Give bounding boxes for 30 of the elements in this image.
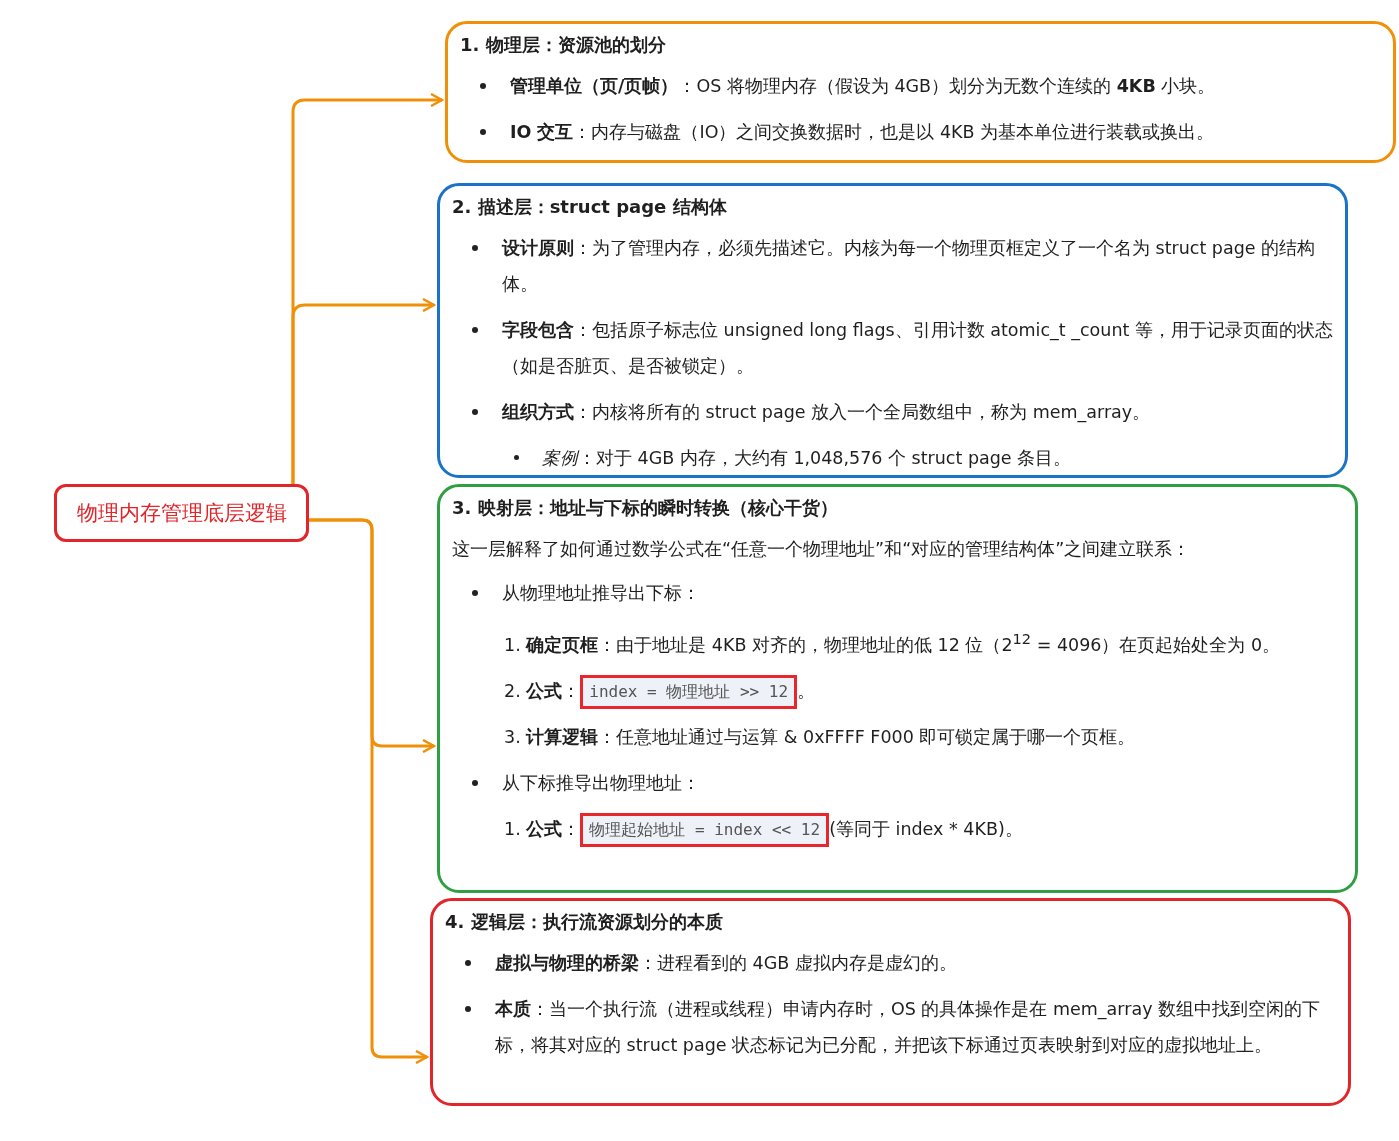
list-item: 字段包含：包括原子标志位 unsigned long flags、引用计数 atomic_t _count 等，用于记录页面的状态（如是否脏页、是否被锁定）。 bbox=[452, 312, 1333, 384]
list-item: 3. 计算逻辑：任意地址通过与运算 & 0xFFFF F000 即可锁定属于哪一个页框。 bbox=[503, 725, 1137, 749]
list-item: 本质：当一个执行流（进程或线程）申请内存时，OS 的具体操作是在 mem_array 数组中找到空闲的下标，将其对应的 struct page 状态标记为已分配，并把该下标通过页表映射到对应的虚拟地址上。 bbox=[445, 991, 1336, 1063]
section-heading: 1. 物理层：资源池的划分 bbox=[460, 33, 667, 57]
paragraph: 这一层解释了如何通过数学公式在“任意一个物理地址”和“对应的管理结构体”之间建立联系： bbox=[452, 538, 1192, 561]
section-card bbox=[437, 484, 1358, 893]
formula-box: 物理起始地址 = index << 12 bbox=[580, 812, 830, 847]
list-item: 从物理地址推导出下标： bbox=[452, 575, 1343, 611]
list-item: 管理单位（页/页帧）：OS 将物理内存（假设为 4GB）划分为无数个连续的 4KB 小块。 bbox=[460, 68, 1381, 104]
list-item-text: 。 bbox=[797, 680, 816, 701]
list-item: 从下标推导出物理地址： bbox=[452, 764, 1343, 801]
list-item: 案例：对于 4GB 内存，大约有 1,048,576 个 struct page 条目。 bbox=[452, 440, 1333, 476]
formula-box: index = 物理地址 >> 12 bbox=[580, 674, 798, 709]
list-item-text: (等同于 index * 4KB)。 bbox=[829, 818, 1023, 839]
section-card bbox=[430, 898, 1351, 1106]
section-heading: 2. 描述层：struct page 结构体 bbox=[452, 195, 728, 219]
section-card bbox=[437, 183, 1348, 478]
list-item: 设计原则：为了管理内存，必须先描述它。内核为每一个物理页框定义了一个名为 struct page 的结构体。 bbox=[452, 230, 1333, 302]
section-heading: 3. 映射层：地址与下标的瞬时转换（核心干货） bbox=[452, 496, 839, 520]
list-item: IO 交互：内存与磁盘（IO）之间交换数据时，也是以 4KB 为基本单位进行装载或换出。 bbox=[460, 114, 1381, 150]
list-item: 组织方式：内核将所有的 struct page 放入一个全局数组中，称为 mem_array。 bbox=[452, 394, 1333, 430]
list-item-text: 2. 公式： bbox=[504, 680, 581, 701]
section-card bbox=[445, 21, 1396, 163]
list-item: 1. 确定页框：由于地址是 4KB 对齐的，物理地址的低 12 位（2$^{12}$ = 4096）在页起始处全为 0。 bbox=[503, 629, 1282, 657]
list-item: 虚拟与物理的桥梁：进程看到的 4GB 虚拟内存是虚幻的。 bbox=[445, 945, 1336, 981]
section-heading: 4. 逻辑层：执行流资源划分的本质 bbox=[445, 910, 724, 934]
arrow bbox=[291, 297, 436, 484]
topic-box: 物理内存管理底层逻辑 bbox=[54, 484, 309, 542]
arrow bbox=[309, 518, 429, 1065]
list-item-text: 1. 公式： bbox=[504, 818, 581, 839]
